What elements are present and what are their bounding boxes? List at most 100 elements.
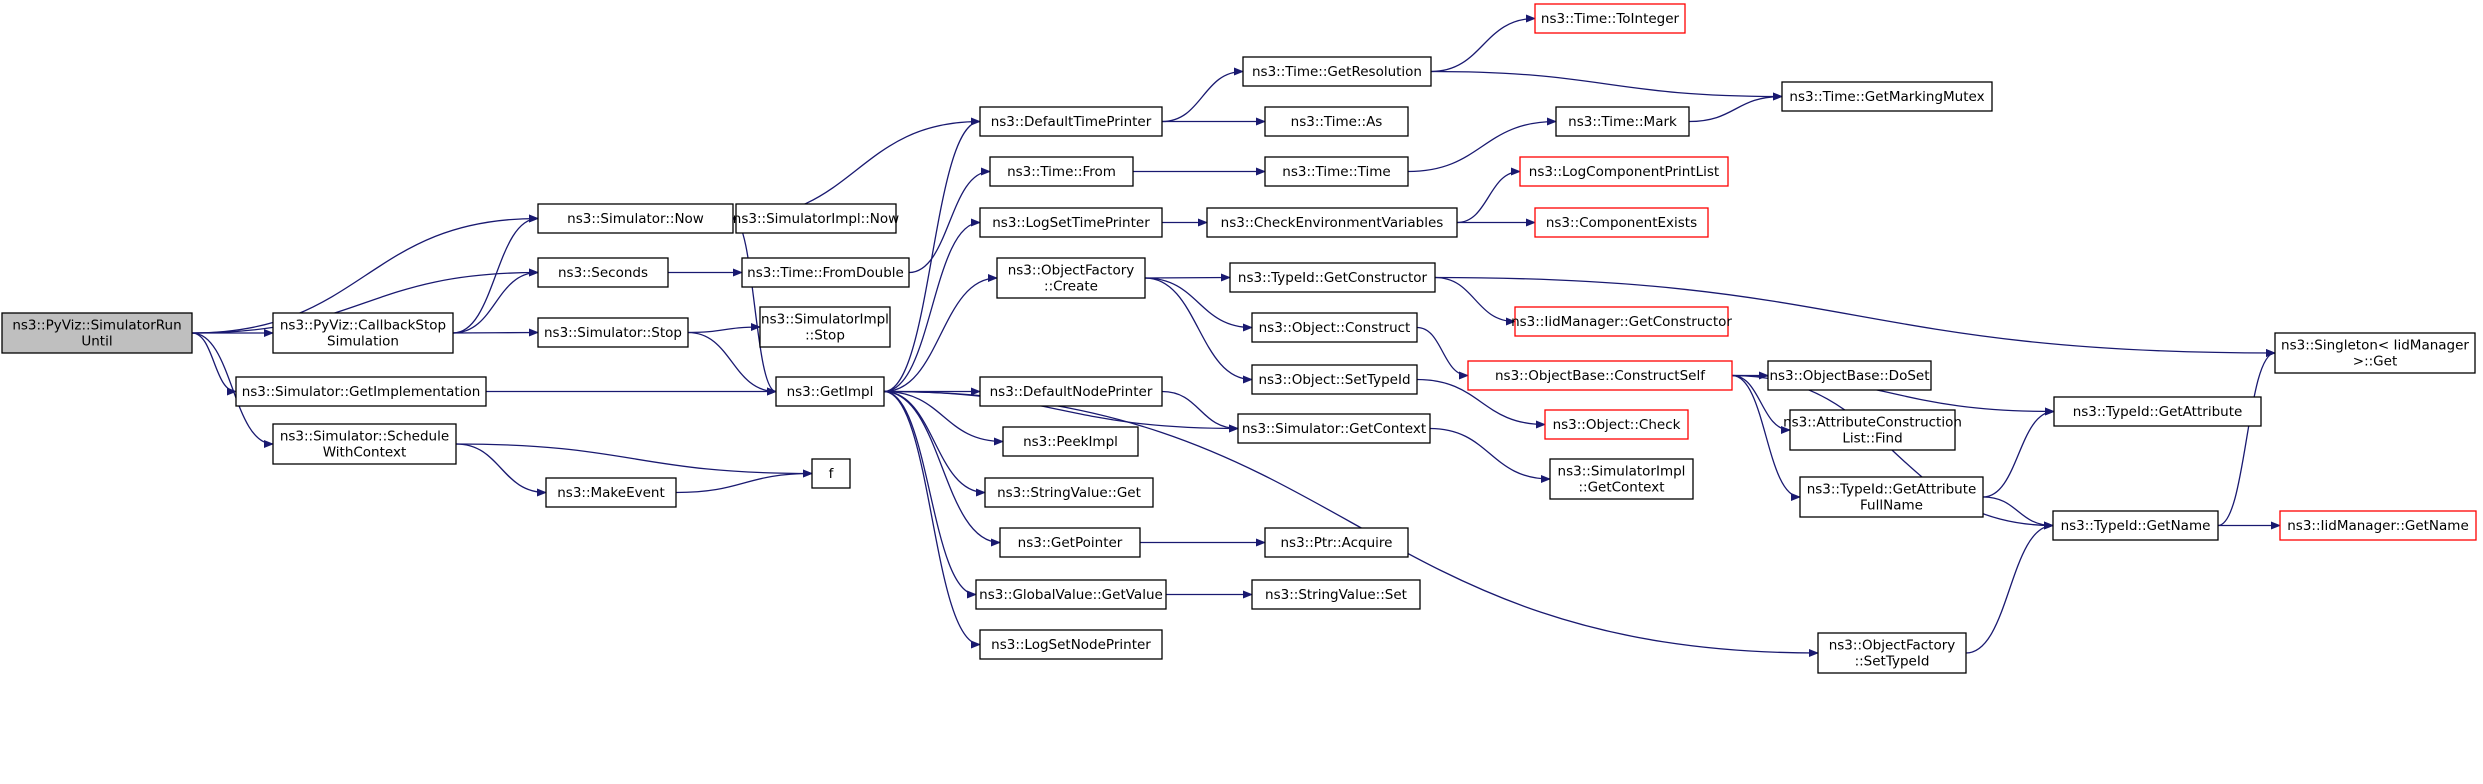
edge-tidgetattrfull-to-tidgetattr <box>1982 407 2055 498</box>
edge-obconstructself-to-acfind <box>1731 374 1791 434</box>
node-label: ns3::TypeId::GetAttribute <box>2073 404 2243 420</box>
node-getres[interactable]: ns3::Time::GetResolution <box>1242 56 1432 87</box>
node-getimpl_sim[interactable]: ns3::Simulator::GetImplementation <box>235 376 487 407</box>
edge-line <box>1456 167 1521 224</box>
node-label: ns3::StringValue::Get <box>997 485 1141 501</box>
node-logsetnp[interactable]: ns3::LogSetNodePrinter <box>979 629 1163 660</box>
node-checkenv[interactable]: ns3::CheckEnvironmentVariables <box>1206 207 1458 238</box>
node-logcpl[interactable]: ns3::LogComponentPrintList <box>1519 156 1729 187</box>
node-label: f <box>829 466 835 482</box>
edge-timetime-to-timemark <box>1407 117 1557 173</box>
node-box <box>272 423 457 465</box>
node-defaultnp[interactable]: ns3::DefaultNodePrinter <box>979 376 1163 407</box>
edge-getimpl-to-ofsettid <box>883 390 1819 657</box>
node-strvalget[interactable]: ns3::StringValue::Get <box>984 477 1154 508</box>
edge-getimpl-to-logsetnp <box>883 390 981 649</box>
node-timeas[interactable]: ns3::Time::As <box>1264 106 1409 137</box>
node-toint[interactable]: ns3::Time::ToInteger <box>1534 3 1686 34</box>
node-fromdouble[interactable]: ns3::Time::FromDouble <box>741 257 910 288</box>
node-box <box>1251 312 1418 343</box>
node-box <box>1767 360 1932 391</box>
node-peekimpl[interactable]: ns3::PeekImpl <box>1002 426 1139 457</box>
node-ofsettid[interactable]: ns3::ObjectFactory::SetTypeId <box>1817 632 1967 674</box>
node-label: ns3::PyViz::SimulatorRun <box>12 318 181 334</box>
node-tidgetctor[interactable]: ns3::TypeId::GetConstructor <box>1229 262 1436 293</box>
node-compexists[interactable]: ns3::ComponentExists <box>1534 207 1709 238</box>
edge-line <box>1416 326 1469 380</box>
node-implnow[interactable]: ns3::SimulatorImpl::Now <box>733 203 899 234</box>
node-label: ns3::StringValue::Set <box>1265 587 1407 603</box>
node-getpointer[interactable]: ns3::GetPointer <box>999 527 1141 558</box>
node-label: ns3::Simulator::Schedule <box>280 429 449 445</box>
edge-line <box>1416 378 1546 429</box>
node-seconds[interactable]: ns3::Seconds <box>537 257 669 288</box>
node-label: ns3::PeekImpl <box>1023 434 1118 450</box>
node-iidgetctor[interactable]: ns3::IidManager::GetConstructor <box>1511 306 1732 337</box>
node-box <box>1264 527 1409 558</box>
edge-line <box>1731 374 1801 501</box>
node-label: >::Get <box>2353 354 2397 370</box>
node-singleton[interactable]: ns3::Singleton< IidManager>::Get <box>2274 332 2476 374</box>
node-label: ns3::DefaultNodePrinter <box>990 384 1153 400</box>
node-obdoset[interactable]: ns3::ObjectBase::DoSet <box>1767 360 1932 391</box>
node-defaulttp[interactable]: ns3::DefaultTimePrinter <box>979 106 1163 137</box>
node-box <box>1799 476 1984 518</box>
edge-line <box>191 332 237 396</box>
edge-getimpl-to-getpointer <box>883 390 1001 547</box>
edge-line <box>732 217 777 396</box>
node-label: ns3::TypeId::GetConstructor <box>1238 270 1428 286</box>
node-gmm[interactable]: ns3::Time::GetMarkingMutex <box>1781 81 1993 112</box>
edge-tidgetname-to-singleton <box>2217 349 2276 527</box>
node-tidgetattr[interactable]: ns3::TypeId::GetAttribute <box>2053 396 2262 427</box>
node-ptracquire[interactable]: ns3::Ptr::Acquire <box>1264 527 1409 558</box>
node-label: ns3::MakeEvent <box>557 485 665 501</box>
node-makeevent[interactable]: ns3::MakeEvent <box>545 477 677 508</box>
node-simgetctx[interactable]: ns3::Simulator::GetContext <box>1237 413 1431 444</box>
node-timemark[interactable]: ns3::Time::Mark <box>1555 106 1690 137</box>
node-label: ns3::Seconds <box>558 265 648 281</box>
edge-objconstruct-to-obconstructself <box>1416 326 1469 380</box>
node-box <box>1781 81 1993 112</box>
node-box <box>979 106 1163 137</box>
edge-now-to-getimpl <box>732 217 777 396</box>
node-box <box>975 579 1167 610</box>
edge-line <box>1429 427 1551 483</box>
node-gvgetvalue[interactable]: ns3::GlobalValue::GetValue <box>975 579 1167 610</box>
edge-getimpl-to-strvalget <box>883 390 986 497</box>
node-box <box>2279 510 2477 541</box>
node-label: ::GetContext <box>1578 480 1664 496</box>
node-objsettid[interactable]: ns3::Object::SetTypeId <box>1251 364 1418 395</box>
node-implstop[interactable]: ns3::SimulatorImpl::Stop <box>759 306 891 348</box>
node-ofcreate[interactable]: ns3::ObjectFactory::Create <box>996 257 1146 299</box>
node-objconstruct[interactable]: ns3::Object::Construct <box>1251 312 1418 343</box>
node-now[interactable]: ns3::Simulator::Now <box>537 203 734 234</box>
node-strvalset[interactable]: ns3::StringValue::Set <box>1251 579 1421 610</box>
node-label: FullName <box>1860 498 1923 514</box>
node-timefrom[interactable]: ns3::Time::From <box>989 156 1134 187</box>
node-iidgetname[interactable]: ns3::IidManager::GetName <box>2279 510 2477 541</box>
node-box <box>989 156 1134 187</box>
node-implgetctx[interactable]: ns3::SimulatorImpl::GetContext <box>1549 458 1694 500</box>
node-simstop[interactable]: ns3::Simulator::Stop <box>537 317 689 348</box>
node-obconstructself[interactable]: ns3::ObjectBase::ConstructSelf <box>1467 360 1733 391</box>
node-logsettp[interactable]: ns3::LogSetTimePrinter <box>979 207 1163 238</box>
node-tidgetname[interactable]: ns3::TypeId::GetName <box>2052 510 2219 541</box>
node-getimpl[interactable]: ns3::GetImpl <box>775 376 885 407</box>
node-label: List::Find <box>1842 431 1902 447</box>
node-box <box>537 203 734 234</box>
node-label: ns3::GetImpl <box>787 384 874 400</box>
node-timetime[interactable]: ns3::Time::Time <box>1264 156 1409 187</box>
node-box <box>1519 156 1729 187</box>
node-box <box>1817 632 1967 674</box>
node-f[interactable]: f <box>811 458 851 489</box>
node-objcheck[interactable]: ns3::Object::Check <box>1544 409 1689 440</box>
edge-tidgetattrfull-to-tidgetname <box>1982 496 2054 530</box>
node-label: WithContext <box>323 445 407 461</box>
node-label: ::Create <box>1044 279 1098 295</box>
